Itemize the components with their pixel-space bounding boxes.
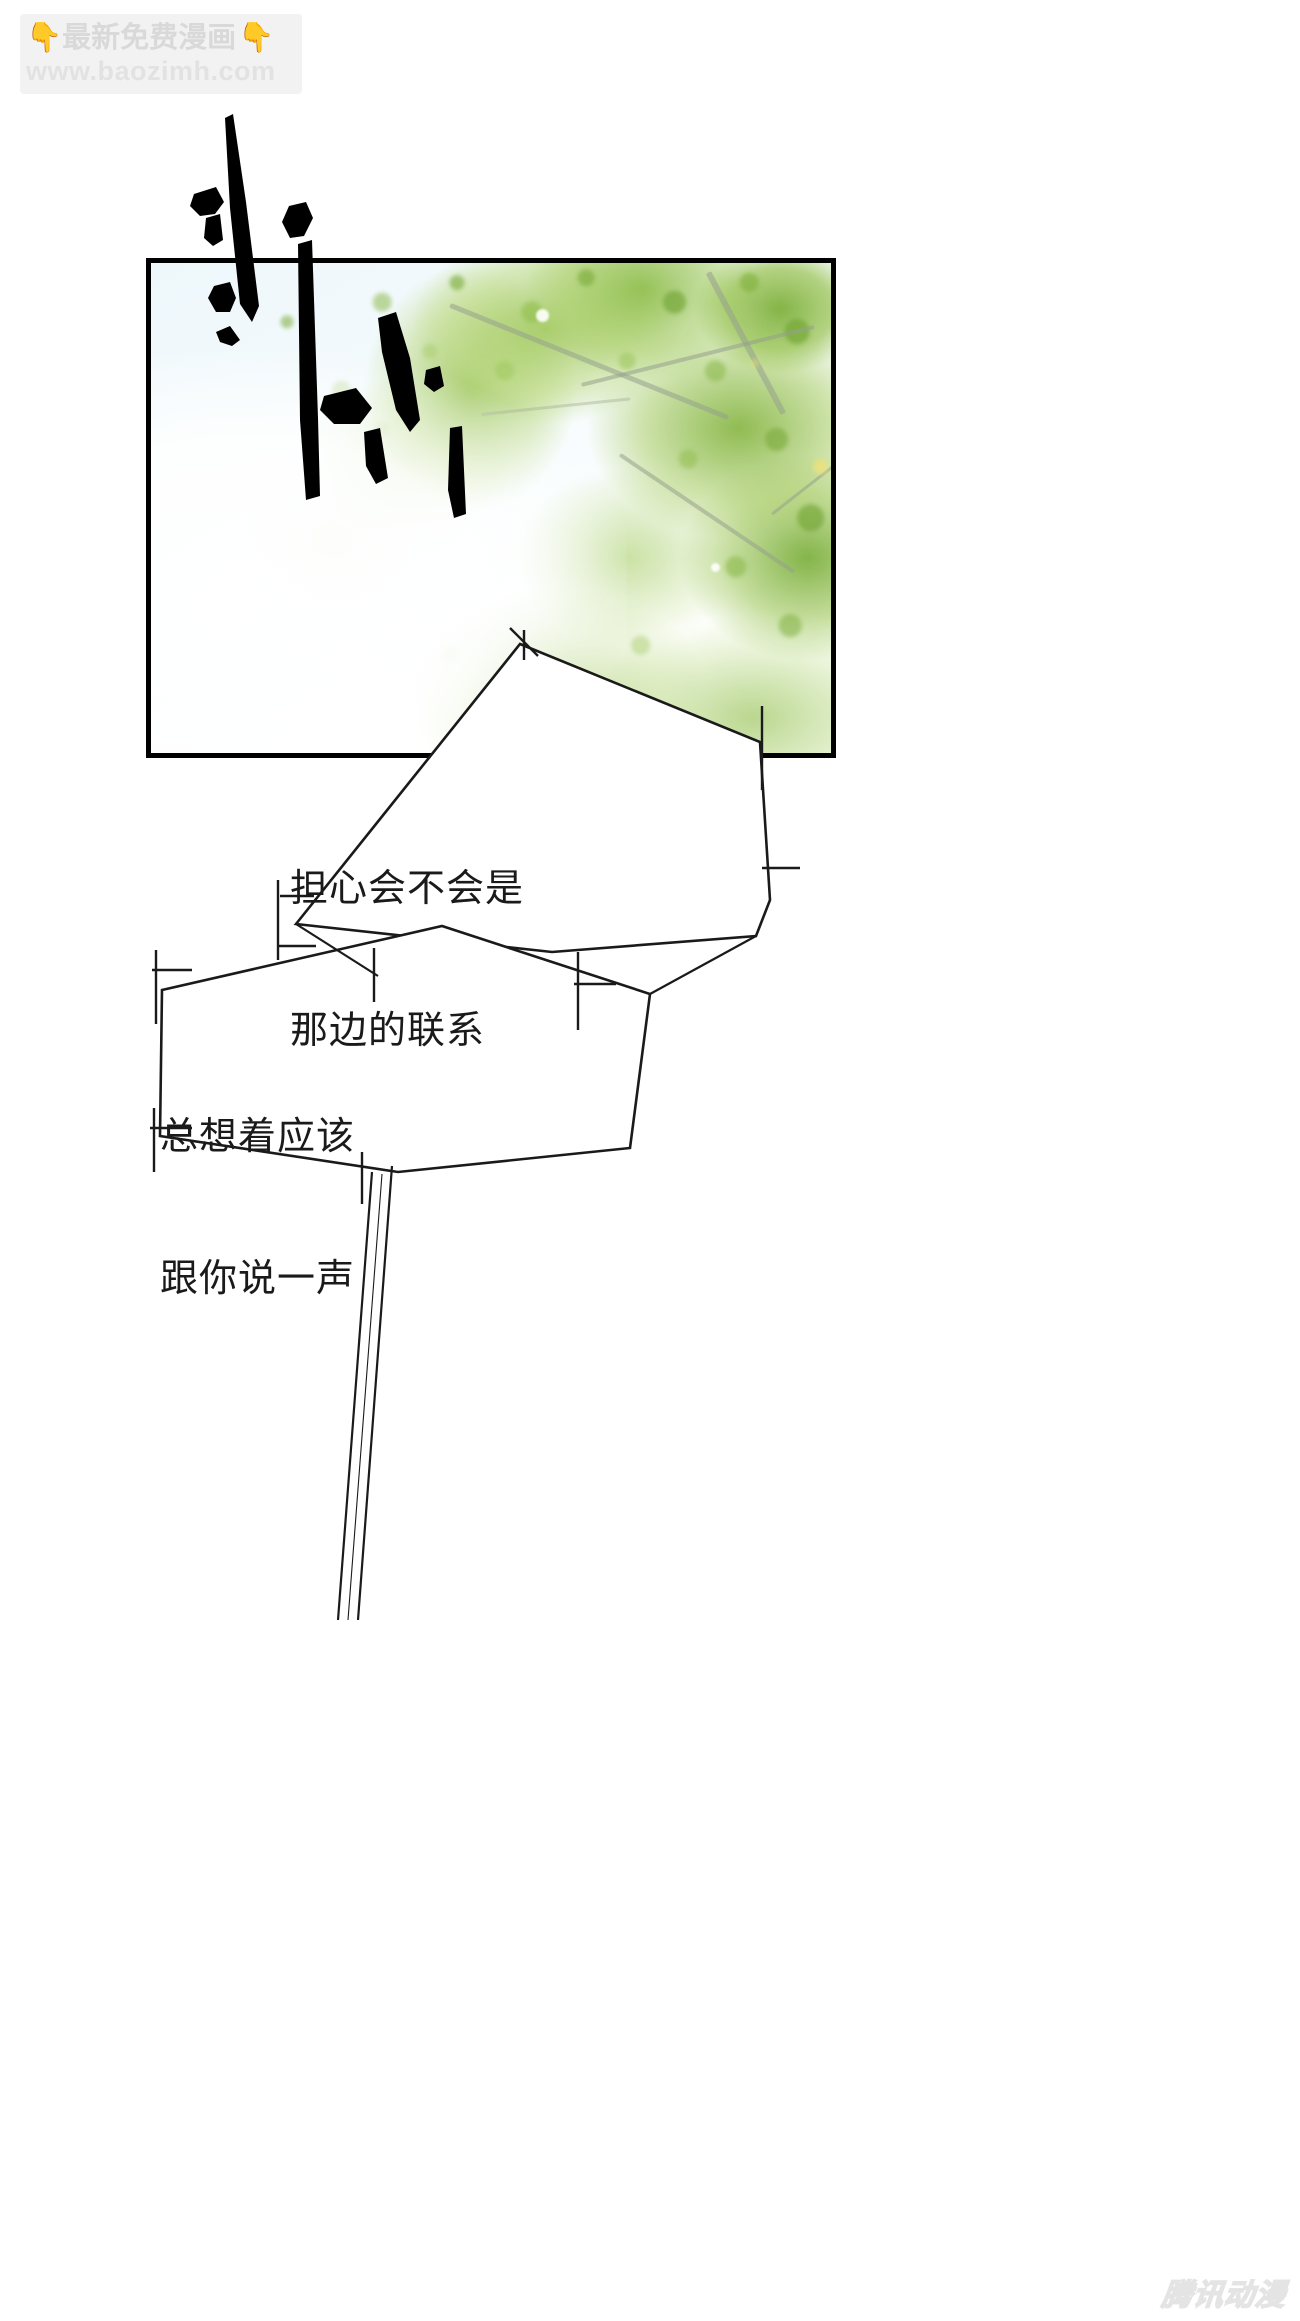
light-bokeh-4 (751, 359, 759, 367)
watermark-promo-text: 最新免费漫画 (62, 22, 237, 54)
pointing-down-hand-icon-left: 👇 (26, 21, 63, 54)
bubble-2-line-2: 跟你说一声 (160, 1257, 356, 1300)
tree-canopy-panel (146, 258, 836, 758)
watermark-line-1: 👇 最新免费漫画 👇 (20, 21, 302, 55)
pointing-down-hand-icon-right: 👇 (238, 21, 275, 54)
speech-bubble-2-text: 总想着应该 跟你说一声 (160, 1020, 580, 1397)
light-bokeh-2 (813, 459, 828, 474)
site-watermark: 👇 最新免费漫画 👇 www.baozimh.com (20, 14, 302, 94)
light-bokeh-3 (711, 563, 720, 572)
bubble-1-line-1: 担心会不会是 (290, 868, 525, 911)
watermark-url: www.baozimh.com (26, 56, 276, 86)
bubble-2-line-1: 总想着应该 (160, 1116, 356, 1159)
panel-light-wash (151, 351, 627, 753)
tencent-comics-logo: 腾讯动漫 (1159, 2277, 1288, 2314)
light-bokeh-1 (536, 309, 549, 322)
